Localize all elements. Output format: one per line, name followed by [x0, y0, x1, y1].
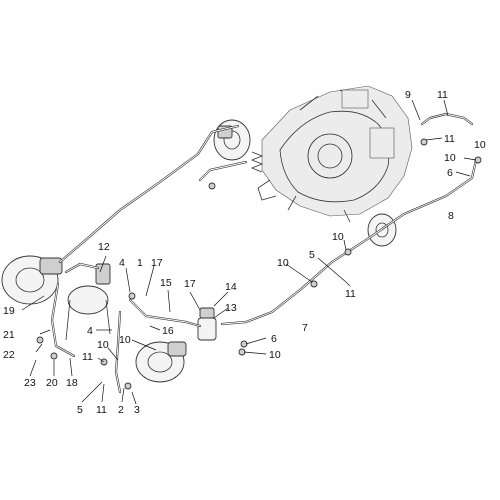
spring-damper	[250, 151, 264, 173]
front-brake-left	[1, 255, 63, 305]
callout-10: 10	[269, 349, 281, 361]
callout-12: 12	[98, 241, 110, 253]
callout-10: 10	[474, 139, 486, 151]
rear-brake-top	[213, 119, 251, 161]
callout-10: 10	[277, 257, 289, 269]
callout-20: 20	[46, 377, 58, 389]
callout-11: 11	[345, 288, 356, 300]
callout-15: 15	[160, 277, 172, 289]
front-brake-center	[135, 341, 187, 383]
callout-22: 22	[3, 349, 15, 361]
callout-11: 11	[444, 133, 455, 145]
callout-23: 23	[24, 377, 36, 389]
master-cylinder	[65, 263, 111, 341]
callout-6: 6	[447, 167, 453, 179]
callout-10: 10	[119, 334, 131, 346]
abs-modulator	[197, 307, 217, 341]
callout-8: 8	[448, 210, 454, 222]
callout-11: 11	[437, 89, 448, 101]
callout-5: 5	[77, 404, 83, 416]
callout-14: 14	[225, 281, 237, 293]
callout-17: 17	[184, 278, 196, 290]
callout-4: 4	[87, 325, 93, 337]
callout-17: 17	[151, 257, 163, 269]
callout-16: 16	[162, 325, 174, 337]
callout-7: 7	[302, 322, 308, 334]
callout-21: 21	[3, 329, 15, 341]
callout-1: 1	[137, 257, 143, 269]
callout-11: 11	[96, 404, 107, 416]
callout-5: 5	[309, 249, 315, 261]
callout-11: 11	[82, 351, 93, 363]
callout-3: 3	[134, 404, 140, 416]
engine-assembly	[257, 85, 413, 223]
callout-9: 9	[405, 89, 411, 101]
callout-13: 13	[225, 302, 237, 314]
callout-labels: 9 11 11 10 10 6 8 10 5 10 11 12 4 1 17 1…	[3, 89, 486, 416]
callout-10: 10	[332, 231, 344, 243]
callout-4: 4	[119, 257, 125, 269]
callout-10: 10	[444, 152, 456, 164]
callout-2: 2	[118, 404, 124, 416]
callout-10: 10	[97, 339, 109, 351]
callout-6: 6	[271, 333, 277, 345]
leader-lines	[21, 99, 477, 405]
callout-18: 18	[66, 377, 78, 389]
callout-19: 19	[3, 305, 15, 317]
